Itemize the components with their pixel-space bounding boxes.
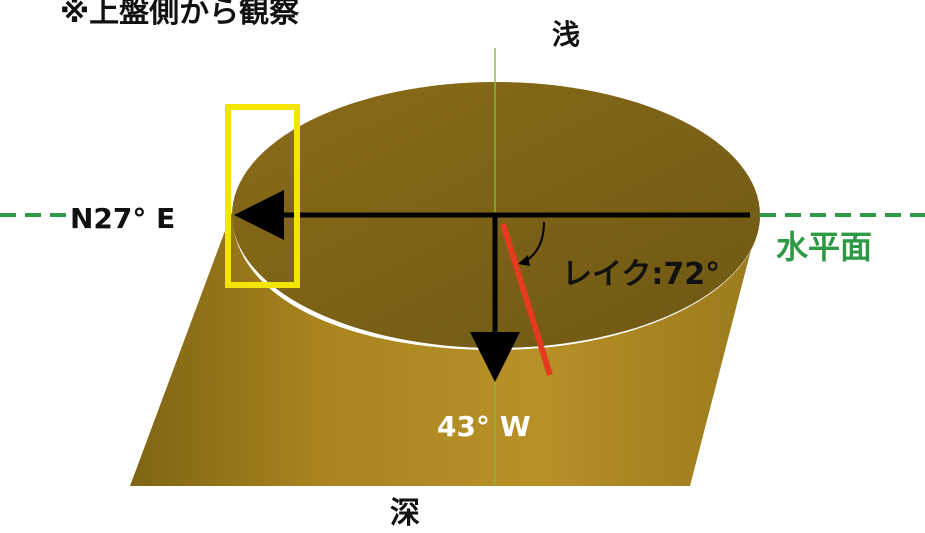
label-rake: レイク:72° (562, 257, 720, 292)
label-shallow: 浅 (552, 18, 580, 51)
label-horizontal-plane: 水平面 (776, 228, 872, 266)
label-deep: 深 (390, 496, 420, 531)
label-dip: 43° W (437, 410, 531, 443)
rake-line (500, 223, 553, 376)
label-strike: N27° E (70, 202, 175, 235)
rake-arc-arrowhead (518, 255, 530, 266)
cylinder-body (130, 212, 760, 486)
highlight-box (225, 104, 300, 288)
title: ※上盤側から観察 (60, 0, 300, 30)
